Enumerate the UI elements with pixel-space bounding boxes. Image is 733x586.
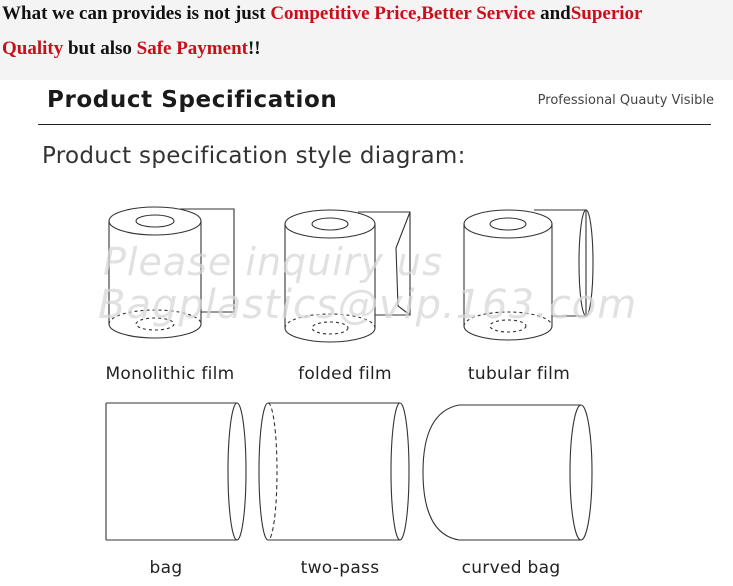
bag-icon — [105, 402, 247, 541]
promo-text: What we can provides is not just — [2, 3, 271, 24]
promo-text: and — [535, 3, 571, 24]
promo-banner: What we can provides is not just Competi… — [0, 0, 733, 80]
section-title: Product Specification — [47, 87, 338, 113]
diagram-heading: Product specification style diagram: — [42, 143, 466, 169]
caption-folded-film: folded film — [298, 364, 392, 384]
section-subtitle: Professional Quauty Visible — [537, 93, 714, 108]
promo-line-2: Quality but also Safe Payment!! — [2, 38, 261, 60]
two-pass-bag-icon — [258, 402, 410, 541]
promo-highlight-quality: Quality — [2, 38, 64, 59]
promo-line-1: What we can provides is not just Competi… — [2, 3, 642, 25]
caption-curved-bag: curved bag — [461, 558, 561, 578]
caption-tubular-film: tubular film — [467, 364, 571, 384]
promo-text: !! — [247, 38, 261, 59]
promo-highlight-price-service: Competitive Price,Better Service — [270, 3, 536, 24]
promo-highlight-safe-payment: Safe Payment — [136, 38, 248, 59]
roll-tubular-film-icon — [463, 209, 594, 341]
roll-monolithic-film-icon — [108, 206, 235, 339]
caption-monolithic-film: Monolithic film — [105, 364, 235, 384]
section-divider — [38, 124, 711, 125]
curved-bag-icon — [422, 404, 593, 541]
caption-two-pass: two-pass — [300, 558, 380, 578]
roll-folded-film-icon — [284, 209, 411, 343]
promo-highlight-superior: Superior — [570, 3, 643, 24]
caption-bag: bag — [149, 558, 183, 578]
promo-text: but also — [63, 38, 137, 59]
